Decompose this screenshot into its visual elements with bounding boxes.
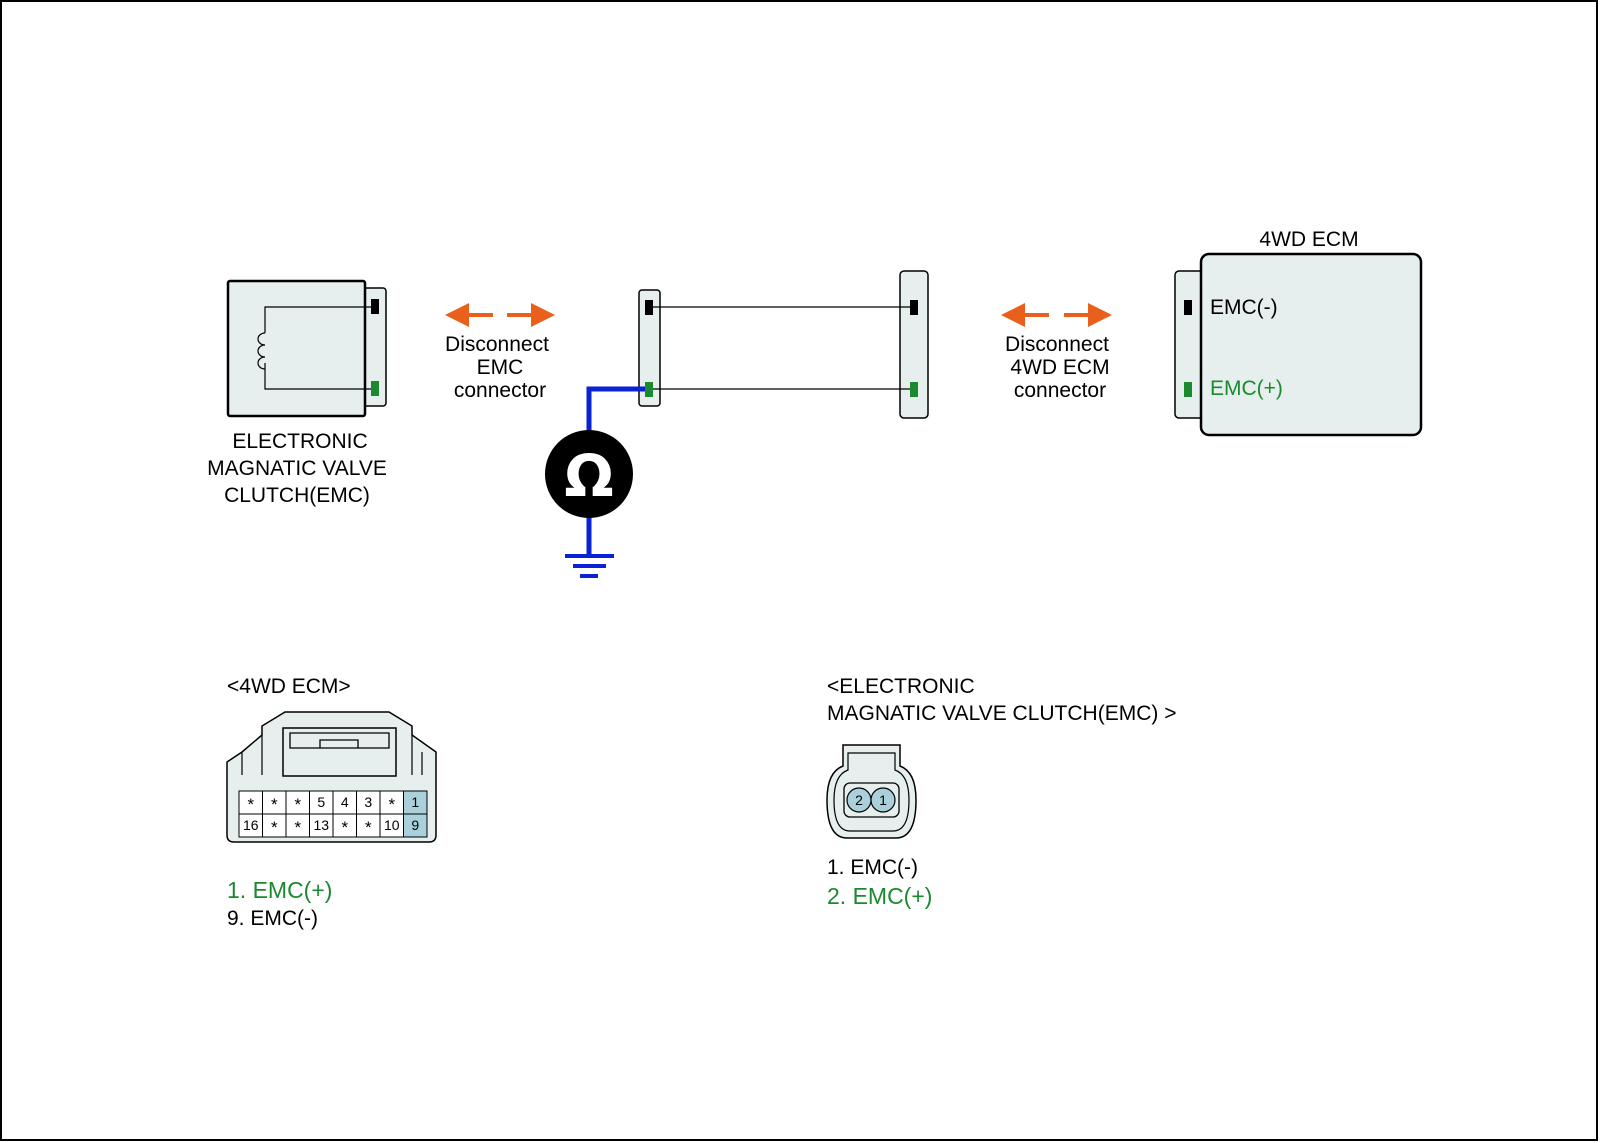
harness-pin-plus-right — [910, 382, 918, 397]
emc-connector-face: <ELECTRONIC MAGNATIC VALVE CLUTCH(EMC) >… — [826, 675, 1176, 909]
ecm-pin-label: * — [365, 818, 372, 837]
emc-connector-title-line-1: <ELECTRONIC — [827, 675, 975, 698]
ohmmeter-group: Ω — [545, 386, 645, 578]
ecm-pin-label: * — [294, 795, 301, 814]
ecm-connector-latch-detail — [289, 732, 390, 749]
ecm-pin-label: * — [388, 795, 395, 814]
emc-legend-2: 2. EMC(+) — [827, 883, 932, 909]
emc-label-line-2: MAGNATIC VALVE — [207, 457, 387, 480]
harness-connector-right — [899, 270, 929, 419]
disconnect-emc-line-1: Disconnect — [445, 333, 549, 356]
ecm-pin-label: 5 — [317, 794, 325, 810]
emc-pin-label-1: 1 — [879, 792, 887, 808]
ecm-pin-minus — [1184, 300, 1192, 315]
disconnect-ecm-line-2: 4WD ECM — [1010, 356, 1109, 379]
emc-connector-title-line-2: MAGNATIC VALVE CLUTCH(EMC) > — [827, 702, 1176, 725]
disconnect-emc-group: Disconnect EMC connector — [445, 303, 555, 402]
ecm-pin-label: * — [294, 818, 301, 837]
wire-harness — [638, 270, 929, 419]
ecm-pin-label: * — [247, 795, 254, 814]
coil-icon — [257, 306, 371, 390]
emc-legend-1: 1. EMC(-) — [827, 856, 918, 879]
harness-connector-left — [638, 289, 661, 407]
disconnect-emc-line-2: EMC — [477, 356, 524, 379]
ecm-pin-label: * — [341, 818, 348, 837]
emc-body — [226, 279, 367, 418]
ecm-pin-plus-label: EMC(+) — [1210, 377, 1283, 400]
meter-lead-top — [586, 386, 645, 433]
ecm-legend-2: 9. EMC(-) — [227, 907, 318, 930]
ecm-pin-cell — [403, 813, 428, 838]
emc-label-line-3: CLUTCH(EMC) — [224, 484, 370, 507]
emc-connector-housing-inner — [833, 752, 910, 832]
ecm-pin-plus — [1184, 382, 1192, 397]
ecm-legend-1: 1. EMC(+) — [227, 877, 332, 903]
ecm-pin-label: 3 — [364, 794, 372, 810]
emc-pin-plus — [371, 381, 379, 396]
harness-pin-minus-left — [645, 300, 653, 315]
ecm-pin-label: 1 — [411, 794, 419, 810]
ecm-pin-label: 9 — [411, 817, 419, 833]
emc-pin-label-2: 2 — [855, 792, 863, 808]
ecm-connector-latch — [282, 727, 397, 777]
emc-label-line-1: ELECTRONIC — [232, 430, 367, 453]
disconnect-emc-line-3: connector — [454, 379, 546, 402]
ground-symbol-icon — [565, 554, 614, 578]
emc-pin-minus — [371, 299, 379, 314]
ecm-pin-label: 10 — [384, 817, 400, 833]
ecm-box: 4WD ECM EMC(-) EMC(+) — [1174, 228, 1423, 437]
emc-connector-pin-1 — [870, 787, 896, 813]
ohmmeter-icon — [545, 430, 633, 518]
disconnect-ecm-line-3: connector — [1014, 379, 1106, 402]
ecm-body — [1199, 252, 1423, 437]
ecm-connector-title: <4WD ECM> — [227, 675, 351, 698]
emc-component: ELECTRONIC MAGNATIC VALVE CLUTCH(EMC) — [207, 279, 387, 507]
harness-pin-minus-right — [910, 300, 918, 315]
ecm-pin-label: 16 — [243, 817, 259, 833]
ecm-pin-label: * — [271, 795, 278, 814]
ohm-symbol: Ω — [564, 442, 613, 510]
ecm-title: 4WD ECM — [1259, 228, 1358, 251]
ecm-pin-label: 13 — [313, 817, 329, 833]
harness-pin-plus-left — [645, 382, 653, 397]
ecm-pin-label: * — [271, 818, 278, 837]
disconnect-ecm-group: Disconnect 4WD ECM connector — [1001, 303, 1112, 402]
ecm-pin-label: 4 — [341, 794, 349, 810]
disconnect-ecm-line-1: Disconnect — [1005, 333, 1109, 356]
ecm-pin-minus-label: EMC(-) — [1210, 296, 1278, 319]
